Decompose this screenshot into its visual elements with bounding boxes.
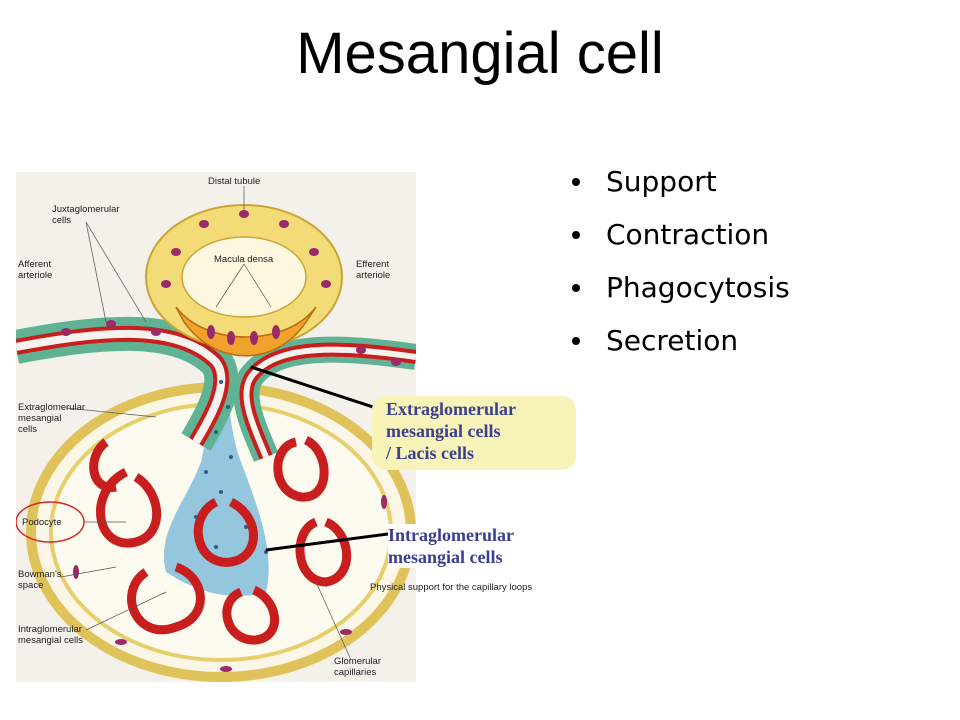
intraglomerular-callout: Intraglomerular mesangial cells	[388, 524, 558, 568]
capillary-loop-1	[96, 467, 162, 548]
label-distal-tubule: Distal tubule	[208, 176, 260, 187]
mesangial-nuclei	[194, 380, 268, 554]
extra-callout-line2: mesangial cells	[386, 421, 501, 441]
capillary-loop-4	[273, 435, 329, 502]
label-afferent-2: arteriole	[18, 270, 52, 281]
intra-callout-line1: Intraglomerular	[388, 525, 514, 545]
label-efferent-2: arteriole	[356, 270, 390, 281]
label-macula-densa: Macula densa	[214, 254, 274, 265]
extra-leader-line	[250, 365, 383, 412]
extra-callout-line3: / Lacis cells	[386, 443, 474, 463]
label-afferent-1: Afferent	[18, 259, 51, 270]
bullet-phagocytosis: Phagocytosis	[570, 266, 790, 319]
capillary-loop-2	[127, 562, 205, 635]
support-note: Physical support for the capillary loops	[370, 582, 533, 593]
intra-leader-line	[265, 532, 389, 552]
label-extraglomerular-2: mesangial	[18, 413, 61, 424]
label-extraglomerular-1: Extraglomerular	[18, 402, 85, 413]
label-extraglomerular-3: cells	[18, 424, 37, 435]
label-podocyte: Podocyte	[22, 517, 62, 528]
tubule-lumen	[181, 236, 307, 318]
bullet-support: Support	[570, 160, 790, 213]
label-juxtaglomerular-1: Juxtaglomerular	[52, 204, 120, 215]
capillary-loop-6	[222, 585, 279, 645]
glomerular-capillaries	[89, 435, 352, 645]
extraglomerular-callout: Extraglomerular mesangial cells / Lacis …	[372, 396, 576, 470]
slide-title: Mesangial cell	[296, 21, 664, 86]
diagram-svg: Distal tubule Juxtaglomerular cells Affe…	[16, 172, 416, 682]
label-bowmans-2: space	[18, 580, 43, 591]
capillary-loop-7	[89, 438, 117, 492]
bullet-list: Support Contraction Phagocytosis Secreti…	[570, 160, 790, 372]
label-intraglomerular-2: mesangial cells	[18, 635, 83, 646]
afferent-lumen	[16, 329, 226, 445]
mesangium-region	[164, 347, 269, 596]
juxtaglomerular-diagram: Distal tubule Juxtaglomerular cells Affe…	[16, 172, 416, 682]
bullet-contraction: Contraction	[570, 213, 790, 266]
label-intraglomerular-1: Intraglomerular	[18, 624, 82, 635]
label-efferent-1: Efferent	[356, 259, 389, 270]
label-bowmans-1: Bowman's	[18, 569, 62, 580]
capillary-loop-3	[193, 497, 258, 567]
label-glomerular-2: capillaries	[334, 667, 376, 678]
bullet-secretion: Secretion	[570, 319, 790, 372]
intra-callout-line2: mesangial cells	[388, 547, 503, 567]
macula-densa	[175, 306, 317, 357]
label-lines	[60, 186, 352, 661]
label-glomerular-1: Glomerular	[334, 656, 381, 667]
extra-callout-line1: Extraglomerular	[386, 399, 516, 419]
nuclei	[61, 210, 401, 672]
label-juxtaglomerular-2: cells	[52, 215, 71, 226]
